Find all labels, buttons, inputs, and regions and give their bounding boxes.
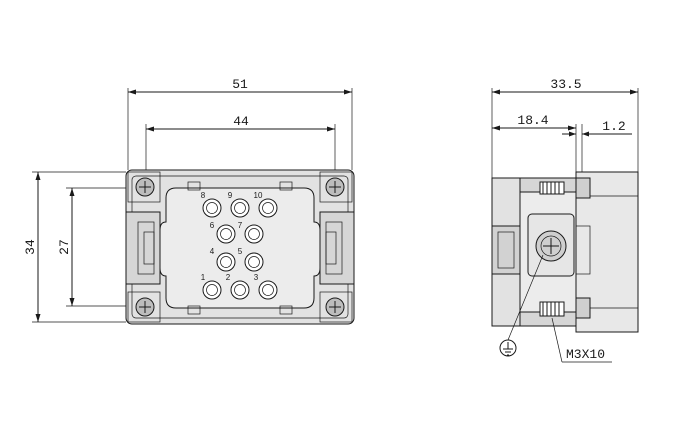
left-latch — [125, 211, 161, 285]
fixing-screw-bottom — [539, 297, 591, 319]
dimension-overall-depth: 33.5 — [492, 77, 638, 95]
screw-callout: M3X10 — [551, 317, 612, 363]
corner-screw-top-right — [319, 171, 353, 203]
dimension-label: 1.2 — [602, 119, 625, 134]
pin-label: 1 — [201, 273, 206, 282]
dimension-label: 34 — [23, 239, 38, 255]
contact-insert — [159, 181, 321, 315]
pin-label: 5 — [238, 247, 243, 256]
screw-label: M3X10 — [566, 347, 605, 362]
pin-10: 10 — [254, 191, 278, 218]
pin-label: 6 — [210, 221, 215, 230]
pin-label: 2 — [226, 273, 231, 282]
pin-3: 3 — [254, 273, 278, 300]
dimension-offset: 1.2 — [562, 119, 632, 137]
pin-label: 3 — [254, 273, 259, 282]
corner-screw-bottom-right — [319, 291, 353, 323]
dimension-label: 33.5 — [550, 77, 581, 92]
corner-screw-bottom-left — [127, 291, 161, 323]
connector-side-body — [491, 171, 639, 333]
dimension-label: 44 — [233, 114, 249, 129]
dimension-screw-spacing: 44 — [146, 114, 335, 132]
dimension-label: 27 — [57, 239, 72, 255]
pin-8: 8 — [201, 191, 222, 218]
right-latch — [319, 211, 355, 285]
pin-1: 1 — [201, 273, 222, 300]
dimension-inner-height: 27 — [57, 188, 75, 306]
dimension-label: 51 — [232, 77, 248, 92]
pin-label: 7 — [238, 221, 243, 230]
side-view: 33.5 18.4 1.2 — [491, 77, 639, 363]
pin-9: 9 — [228, 191, 250, 218]
front-view: 51 44 34 27 — [23, 77, 355, 325]
contact-pins: 8 9 10 6 7 4 — [201, 191, 278, 300]
pin-5: 5 — [238, 247, 264, 272]
dimension-overall-height: 34 — [23, 172, 41, 322]
pin-2: 2 — [226, 273, 250, 300]
pin-label: 9 — [228, 191, 233, 200]
corner-screw-top-left — [127, 171, 161, 203]
pin-label: 8 — [201, 191, 206, 200]
dimension-overall-width: 51 — [128, 77, 352, 95]
pin-label: 4 — [210, 247, 215, 256]
dimension-label: 18.4 — [517, 113, 548, 128]
pin-label: 10 — [254, 191, 263, 200]
pin-6: 6 — [210, 221, 236, 244]
pin-4: 4 — [210, 247, 236, 272]
pin-7: 7 — [238, 221, 264, 244]
dimension-body-depth: 18.4 — [492, 113, 576, 131]
fixing-screw-top — [539, 177, 591, 199]
ground-symbol-icon — [499, 254, 544, 357]
